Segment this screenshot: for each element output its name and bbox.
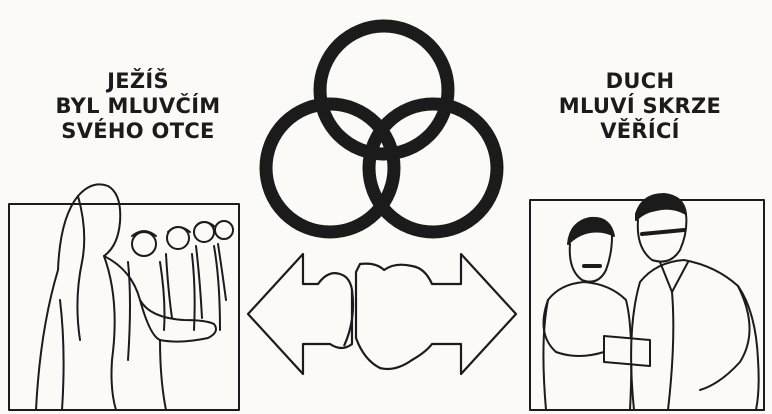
left-frame [9, 204, 239, 410]
left-arrow-half [248, 254, 352, 374]
believers-talking-illustration [530, 194, 764, 410]
right-arrow-half [356, 254, 516, 374]
trinity-rings [266, 26, 497, 232]
right-frame [530, 200, 764, 410]
jesus-with-crowd-illustration [9, 184, 239, 410]
book [604, 336, 650, 366]
double-arrow [248, 254, 516, 374]
